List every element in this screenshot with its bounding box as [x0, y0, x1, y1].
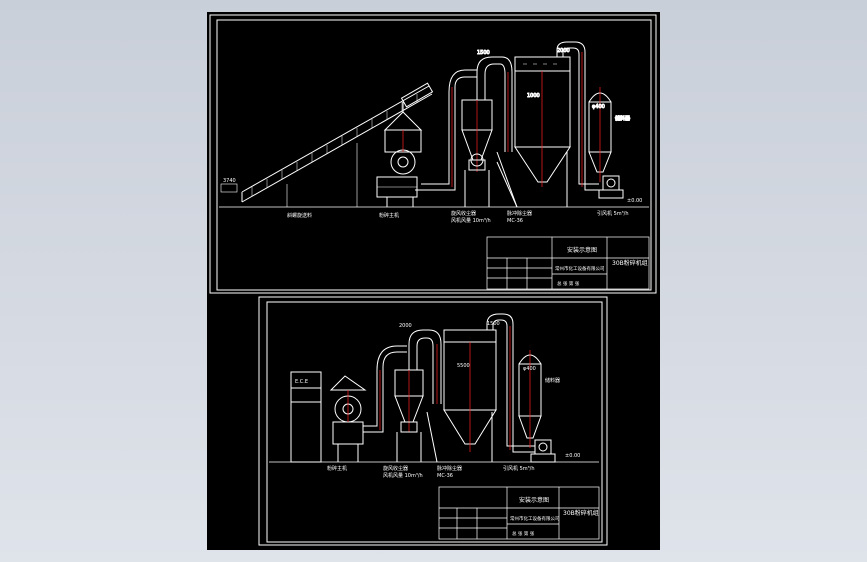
title-block-1 — [486, 236, 650, 290]
dim-label-2b: 5500 — [457, 363, 470, 369]
label-crusher: 粉碎主机 — [379, 212, 399, 219]
duct-2 — [556, 41, 599, 191]
crusher-unit — [376, 102, 423, 207]
pulse-collector-2: 5500 1500 — [426, 321, 500, 463]
title-2-sheet: 总 张 第 张 — [512, 530, 535, 537]
title-1-sheet: 总 张 第 张 — [557, 280, 580, 287]
silo-dia: φ400 — [592, 104, 605, 110]
title-1-product: 30B粉碎机组 — [612, 259, 648, 267]
sheet-1-inner-border — [216, 19, 652, 291]
silo-label-2: 储料器 — [545, 377, 560, 384]
sheet-1-outer-border — [209, 14, 657, 294]
title-2-product: 30B粉碎机组 — [563, 509, 599, 517]
exhaust-fan — [598, 175, 624, 199]
label-blower-2: 风机风量 10m³/h — [383, 472, 423, 479]
drawing-canvas[interactable]: ±0.00 — [207, 12, 660, 550]
label-exhaust-2: 引风机 5m³/h — [503, 465, 535, 472]
storage-silo-2: φ400 储料器 — [518, 350, 560, 448]
control-cabinet: E.C.E — [290, 371, 322, 463]
cyclone-collector — [461, 99, 493, 207]
duct-arch: 1500 — [476, 50, 513, 152]
sheet-2: ±0.00 E.C.E — [258, 296, 608, 546]
exhaust-fan-2 — [530, 439, 556, 463]
label-crusher-2: 粉碎主机 — [327, 465, 347, 472]
sheet-1: ±0.00 — [209, 14, 657, 294]
elevation-label: ±0.00 — [627, 198, 642, 204]
duct-3 — [363, 345, 407, 433]
silo-dia-2: φ400 — [523, 366, 536, 372]
label-exhaust: 引风机 5m³/h — [597, 210, 629, 217]
silo-label: 储料器 — [615, 115, 630, 122]
title-2-company: 常州市化工设备有限公司 — [510, 515, 560, 522]
dim-label-mid: 1000 — [527, 93, 540, 99]
storage-silo: φ400 储料器 — [588, 87, 631, 182]
label-model: MC-36 — [507, 218, 523, 224]
label-blower: 风机风量 10m³/h — [451, 217, 491, 224]
duct-1 — [415, 69, 477, 191]
label-pulse-2: 脉冲除尘器 — [437, 465, 462, 472]
label-model-2: MC-36 — [437, 473, 453, 479]
dim-label-top: 1500 — [477, 50, 490, 56]
label-height: 3740 — [223, 178, 236, 184]
label-lift-conveyor: 斜螺旋送料 — [287, 212, 312, 219]
title-1-company: 常州市化工设备有限公司 — [555, 265, 605, 272]
title-block-2 — [438, 486, 600, 540]
label-cyclone-2: 旋风收尘器 — [383, 465, 408, 472]
elevation-label-2: ±0.00 — [565, 453, 580, 459]
drawing-svg: ±0.00 — [209, 14, 657, 546]
title-2-drawing-name: 安装示意图 — [519, 496, 549, 504]
sheet-2-inner-border — [266, 301, 603, 543]
label-pulse: 脉冲除尘器 — [507, 210, 532, 217]
crusher-unit-2 — [329, 375, 367, 462]
dim-label-2a: 2000 — [399, 323, 412, 329]
label-cyclone: 旋风收尘器 — [451, 210, 476, 217]
sheet-2-outer-border — [258, 296, 608, 546]
svg-text:E.C.E: E.C.E — [295, 379, 308, 385]
screw-conveyor — [220, 82, 434, 207]
cyclone-collector-2 — [394, 369, 424, 462]
duct-4 — [486, 313, 535, 453]
title-1-drawing-name: 安装示意图 — [567, 246, 597, 254]
duct-arch-2: 2000 — [399, 323, 442, 404]
